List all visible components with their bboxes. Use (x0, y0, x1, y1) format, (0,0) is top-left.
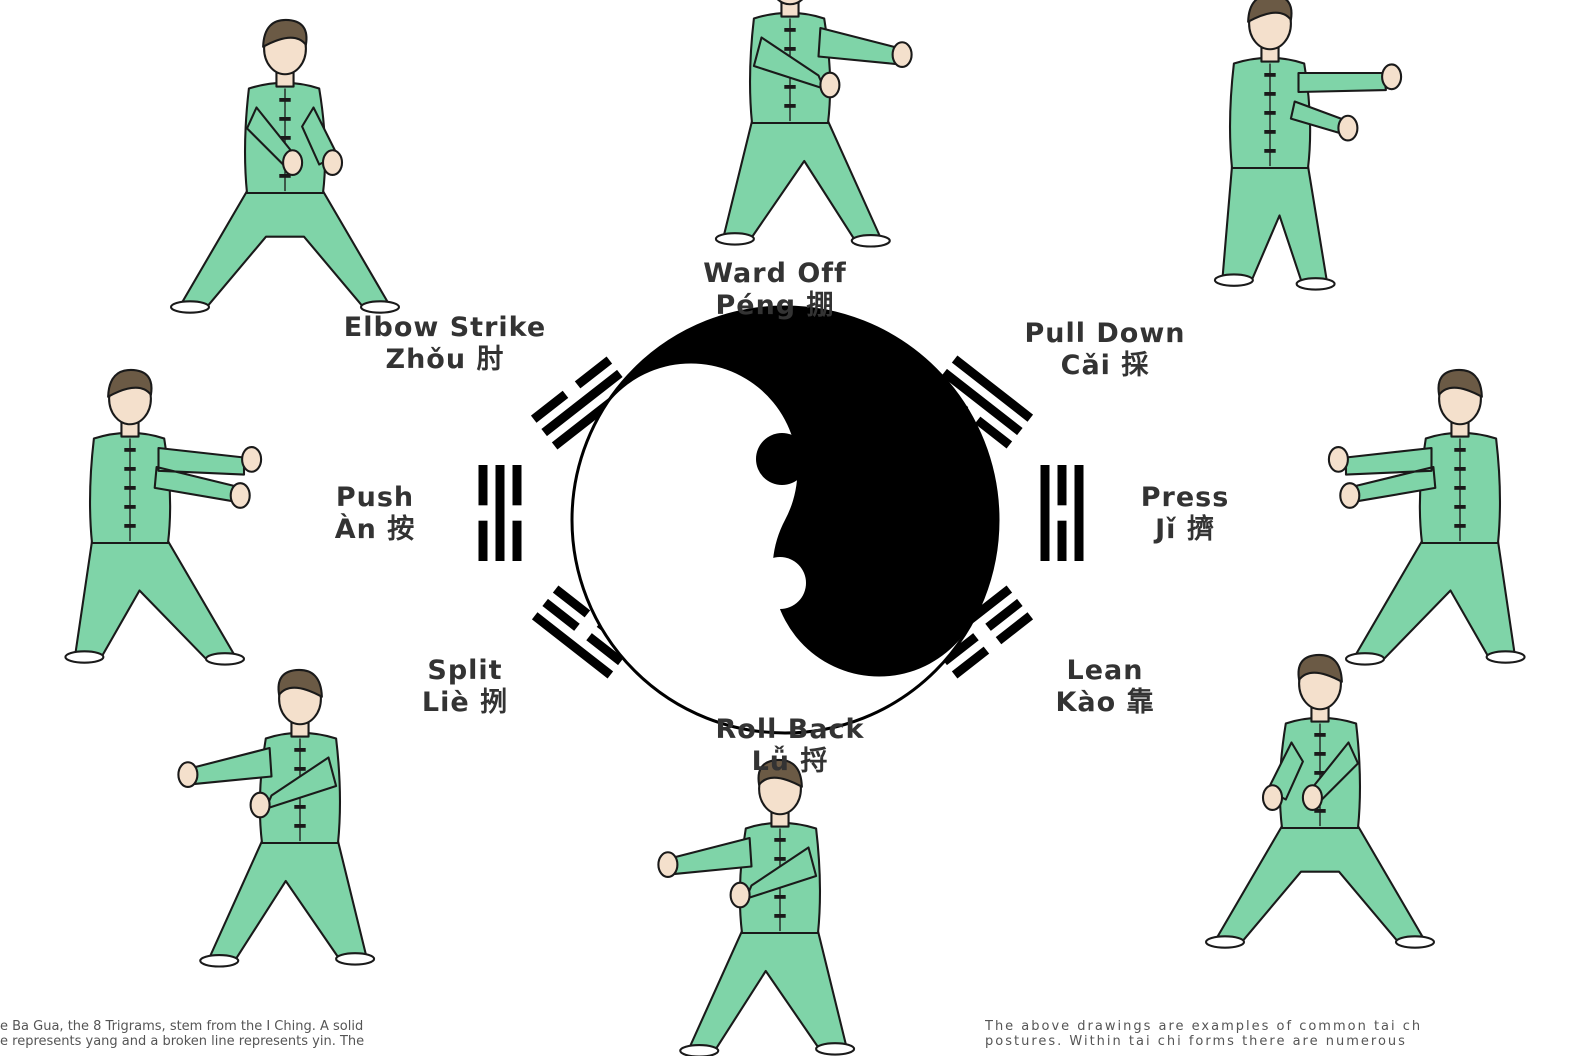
label-push: Push Àn 按 (300, 482, 450, 546)
caption-left-line-1: e Ba Gua, the 8 Trigrams, stem from the … (0, 1019, 600, 1034)
label-roll-back: Roll Back Lǚ 捋 (670, 714, 910, 778)
pinyin-hanzi: Àn 按 (300, 514, 450, 546)
pinyin-hanzi: Péng 掤 (650, 290, 900, 322)
yin-eye-dot (754, 557, 806, 609)
trigram-line-broken (513, 521, 522, 561)
tai-chi-figure-icon-lean (1206, 655, 1434, 948)
pinyin-hanzi: Zhǒu 肘 (300, 344, 590, 376)
label-pull-down: Pull Down Cǎi 採 (980, 318, 1230, 382)
english-name: Ward Off (650, 258, 900, 290)
caption-left: e Ba Gua, the 8 Trigrams, stem from the … (0, 1019, 600, 1049)
pinyin-hanzi: Cǎi 採 (980, 350, 1230, 382)
pinyin-hanzi: Liè 挒 (385, 687, 545, 719)
caption-right: The above drawings are examples of commo… (985, 1019, 1583, 1049)
english-name: Lean (1020, 655, 1190, 687)
trigram-line-broken (479, 521, 488, 561)
label-ward-off: Ward Off Péng 掤 (650, 258, 900, 322)
english-name: Elbow Strike (300, 312, 590, 344)
label-split: Split Liè 挒 (385, 655, 545, 719)
trigram-line-solid (496, 465, 505, 561)
label-press: Press Jǐ 擠 (1110, 482, 1260, 546)
english-name: Roll Back (670, 714, 910, 746)
caption-right-line-1: The above drawings are examples of commo… (985, 1019, 1583, 1034)
tai-chi-figure-icon-press (1329, 370, 1525, 665)
trigram-line-solid (1041, 465, 1050, 561)
label-elbow-strike: Elbow Strike Zhǒu 肘 (300, 312, 590, 376)
pinyin-hanzi: Kào 靠 (1020, 687, 1190, 719)
english-name: Push (300, 482, 450, 514)
english-name: Pull Down (980, 318, 1230, 350)
trigram-line-broken (1058, 465, 1067, 505)
trigram-line-broken (479, 465, 488, 505)
trigram-line-broken (1058, 521, 1067, 561)
tai-chi-figure-icon-pull-down (1215, 0, 1401, 290)
caption-left-line-2: e represents yang and a broken line repr… (0, 1034, 600, 1049)
trigram-line-solid (1075, 465, 1084, 561)
caption-right-line-2: postures. Within tai chi forms there are… (985, 1034, 1583, 1049)
pinyin-hanzi: Jǐ 擠 (1110, 514, 1260, 546)
english-name: Press (1110, 482, 1260, 514)
yang-eye-dot (756, 433, 808, 485)
trigram-line-broken (513, 465, 522, 505)
label-lean: Lean Kào 靠 (1020, 655, 1190, 719)
english-name: Split (385, 655, 545, 687)
trigram-push (479, 465, 522, 561)
tai-chi-figure-icon-elbow-strike (171, 20, 399, 313)
tai-chi-figure-icon-split (178, 670, 374, 967)
trigram-press (1041, 465, 1084, 561)
tai-chi-figure-icon-ward-off (716, 0, 912, 247)
tai-chi-figure-icon-roll-back (658, 760, 854, 1056)
pinyin-hanzi: Lǚ 捋 (670, 746, 910, 778)
tai-chi-figure-icon-push (65, 370, 261, 665)
